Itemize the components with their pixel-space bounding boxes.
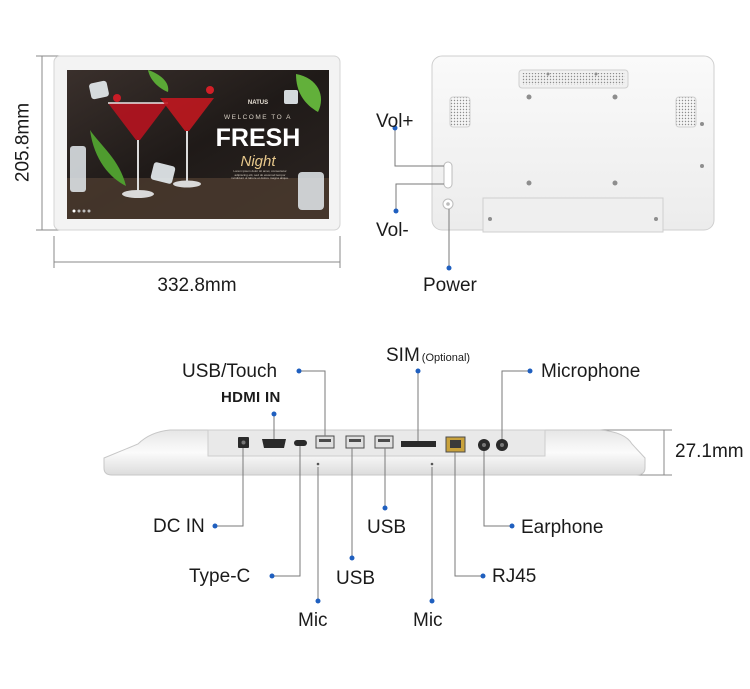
power-button-core: [446, 202, 450, 206]
vol-up-label: Vol+: [376, 111, 414, 132]
front-view: NATUS WELCOME TO A FRESH Night Lorem ips…: [36, 55, 341, 268]
mic-hole-right: [430, 462, 434, 466]
type-c-label: Type-C: [189, 566, 251, 587]
microphone-label: Microphone: [541, 361, 641, 382]
screen-blurb: Lorem ipsum dolor sit amet, consectetur …: [231, 170, 289, 181]
dc-in-pin: [241, 440, 246, 445]
usb-right-label: USB: [367, 517, 407, 538]
usb-touch-label: USB/Touch: [182, 361, 278, 382]
bottom-leaders: [215, 370, 530, 601]
mic-hole-left: [316, 462, 320, 466]
width-dimension-label: 332.8mm: [157, 275, 237, 296]
cocktail-glass-right-icon: [160, 86, 214, 188]
cocktail-glass-left-icon: [108, 94, 168, 198]
volume-rocker: [443, 161, 453, 189]
rj45-label: RJ45: [492, 566, 537, 587]
type-c-port: [294, 440, 307, 446]
vesa-plate: [482, 197, 664, 233]
sim-slot: [401, 441, 436, 447]
ice-cube-icon: [150, 162, 176, 184]
screen-page-dots: [72, 209, 91, 213]
usb-touch-port-tongue: [319, 439, 331, 442]
ice-cube-icon: [298, 172, 324, 210]
speaker-left: [449, 96, 471, 128]
ice-cube-icon: [70, 146, 86, 192]
sim-label-text: SIM: [386, 345, 420, 366]
power-dot: [446, 265, 452, 271]
mint-leaf-icon: [90, 130, 126, 186]
screen-subheadline: Night: [240, 153, 276, 170]
earphone-jack-center: [482, 443, 486, 447]
ice-cube-icon: [89, 80, 109, 100]
hdmi-in-label: HDMI IN: [221, 389, 281, 406]
mint-leaf-icon: [296, 74, 322, 112]
screen-brand: NATUS: [248, 100, 268, 106]
vol-down-label: Vol-: [376, 220, 409, 241]
usb-left-label: USB: [336, 568, 376, 589]
screen-tagline: WELCOME TO A: [224, 114, 292, 121]
plate-screw: [488, 217, 492, 221]
speaker-right: [675, 96, 697, 128]
vol-down-dot: [393, 208, 399, 214]
ice-cube-icon: [284, 90, 298, 104]
dc-in-label: DC IN: [153, 516, 205, 537]
mint-leaf-icon: [148, 70, 169, 92]
height-dimension-label: 205.8mm: [12, 102, 34, 183]
usb-port-right-tongue: [378, 439, 390, 442]
mic-right-label: Mic: [413, 610, 443, 631]
mic-left-label: Mic: [298, 610, 328, 631]
rj45-port-opening: [450, 440, 461, 448]
sim-label: SIM(Optional): [386, 346, 470, 365]
vol-up-leader: [394, 128, 444, 167]
vol-down-leader: [395, 183, 444, 211]
microphone-jack-center: [500, 443, 504, 447]
back-screws: [526, 72, 704, 186]
hdmi-port: [262, 439, 286, 448]
back-view: [392, 55, 715, 271]
earphone-label: Earphone: [521, 517, 604, 538]
sim-optional-note: (Optional): [421, 352, 471, 364]
thickness-dimension-label: 27.1mm: [675, 441, 744, 462]
screen-headline: FRESH: [216, 124, 301, 152]
usb-port-left-tongue: [349, 439, 361, 442]
bottom-leader-dots: [212, 368, 533, 604]
top-grille-holes: [522, 73, 625, 85]
bottom-view: [103, 368, 672, 604]
vol-up-dot: [392, 125, 398, 131]
plate-screw: [654, 217, 658, 221]
power-label: Power: [423, 275, 477, 296]
